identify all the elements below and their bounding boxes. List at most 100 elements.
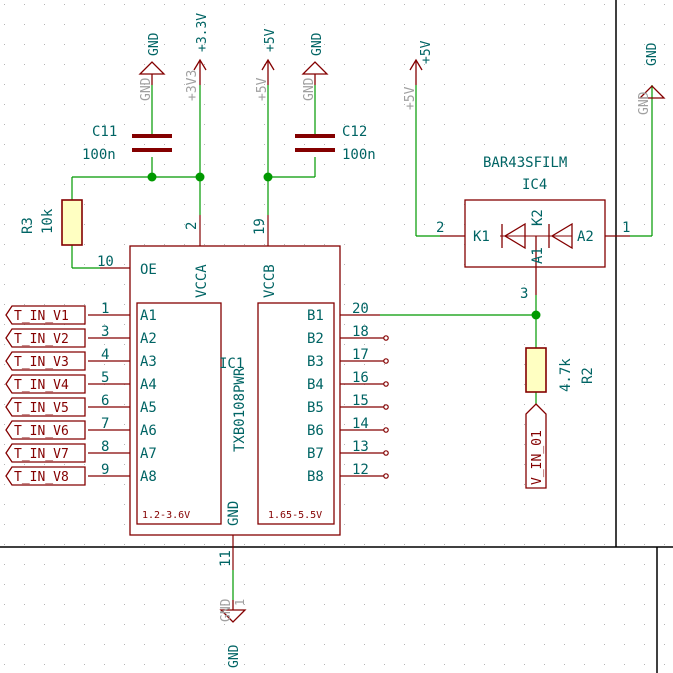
ic1-b-pin-name: B5 bbox=[307, 400, 324, 416]
c11-ref: C11 bbox=[92, 124, 117, 140]
resistor-labels: R3 10k 4.7k R2 bbox=[20, 208, 596, 392]
ic1-b-pin-unconnected bbox=[383, 358, 389, 364]
ic1-a-pin-name: A1 bbox=[140, 308, 157, 324]
gnd-label-4: GND bbox=[227, 644, 242, 668]
ic1-b-pin-name: B4 bbox=[307, 377, 324, 393]
v5-ghost-b: +5V bbox=[403, 86, 418, 110]
input-label-text: T_IN_V2 bbox=[14, 332, 69, 347]
ic1-b-pin-name: B1 bbox=[307, 308, 324, 324]
gnd-label-2: GND bbox=[310, 32, 325, 56]
ic1-pin-lines bbox=[100, 215, 269, 570]
ic1-b-pin-unconnected bbox=[383, 450, 389, 456]
input-label-shape bbox=[5, 443, 86, 463]
input-label-shape bbox=[5, 420, 86, 440]
r3-value: 10k bbox=[40, 208, 56, 234]
ic1-a-pin-number: 1 bbox=[101, 301, 109, 317]
ic1-a-pin-number: 8 bbox=[101, 439, 109, 455]
ic1-b-pin-number: 17 bbox=[352, 347, 369, 363]
ic4-pin-mid: 3 bbox=[520, 286, 528, 302]
ic1-pin-oe: 10 bbox=[97, 254, 114, 270]
c11-value: 100n bbox=[82, 147, 116, 163]
ic1-oe-label: OE bbox=[140, 262, 157, 278]
ic4-pin-k1: 2 bbox=[436, 220, 444, 236]
power-symbols bbox=[138, 58, 666, 623]
r3-ref: R3 bbox=[20, 217, 36, 234]
ic1-b-pin-name: B3 bbox=[307, 354, 324, 370]
ic1-a-pin-name: A6 bbox=[140, 423, 157, 439]
ic1-b-pin-number: 13 bbox=[352, 439, 369, 455]
ic1-body bbox=[129, 245, 341, 536]
ic1-a-pin-name: A4 bbox=[140, 377, 157, 393]
ic1-b-pin-number: 16 bbox=[352, 370, 369, 386]
ic4-a2-label: A2 bbox=[577, 229, 594, 245]
ic1-a-pin-name: A2 bbox=[140, 331, 157, 347]
ic1-a-pin-number: 4 bbox=[101, 347, 109, 363]
ic1-range-b: 1.65-5.5V bbox=[268, 510, 322, 521]
v5-ghost-a: +5V bbox=[255, 77, 270, 101]
junction-dots bbox=[147, 172, 541, 320]
ic1-a-pin-number: 5 bbox=[101, 370, 109, 386]
input-label-text: T_IN_V4 bbox=[14, 378, 69, 393]
output-label-v-in-01: V_IN_01 bbox=[525, 403, 547, 489]
ic1-b-pin-number: 15 bbox=[352, 393, 369, 409]
ic1-b-pin-number: 20 bbox=[352, 301, 369, 317]
ic1-ref: IC1 bbox=[219, 356, 244, 372]
v5-label-a: +5V bbox=[263, 28, 278, 52]
ic1-a-pin-name: A7 bbox=[140, 446, 157, 462]
resistor-bodies bbox=[61, 199, 547, 393]
capacitor-labels: C11 100n C12 100n bbox=[82, 124, 376, 163]
ic1-b-pin-name: B2 bbox=[307, 331, 324, 347]
power-labels: GND GND +3.3V +3V3 +5V +5V GND GND +5V +… bbox=[139, 13, 660, 668]
c12-ref: C12 bbox=[342, 124, 367, 140]
ic1-b-pin-number: 18 bbox=[352, 324, 369, 340]
capacitor-plates bbox=[132, 134, 335, 152]
ic1-a-pin-number: 7 bbox=[101, 416, 109, 432]
ic4-k2-label: K2 bbox=[530, 209, 546, 226]
ic1-b-pin-unconnected bbox=[383, 404, 389, 410]
ic4-a1-label: A1 bbox=[530, 247, 546, 264]
input-label-shape bbox=[5, 351, 86, 371]
ic1-b-pin-name: B8 bbox=[307, 469, 324, 485]
input-label-text: T_IN_V7 bbox=[14, 447, 69, 462]
ic1-b-pin-name: B7 bbox=[307, 446, 324, 462]
gnd-label-3: GND bbox=[645, 42, 660, 66]
input-labels: T_IN_V1T_IN_V2T_IN_V3T_IN_V4T_IN_V5T_IN_… bbox=[5, 305, 86, 486]
ic1-a-pin-number: 3 bbox=[101, 324, 109, 340]
ic1-voltage-ranges: 1.2-3.6V 1.65-5.5V bbox=[142, 510, 322, 521]
ic1-texts: OE IC1 VCCA VCCB TXB0108PWR GND 10 2 19 … bbox=[97, 218, 278, 606]
ic1-b-pin-name: B6 bbox=[307, 423, 324, 439]
gnd-ghost-2: GND bbox=[302, 77, 317, 101]
input-label-shape bbox=[5, 466, 86, 486]
wires bbox=[71, 85, 653, 600]
c12-value: 100n bbox=[342, 147, 376, 163]
input-label-text: T_IN_V3 bbox=[14, 355, 69, 370]
ic1-a-pin-name: A5 bbox=[140, 400, 157, 416]
ic4-ref: IC4 bbox=[522, 177, 547, 193]
ic4-body bbox=[440, 199, 630, 295]
power-pin-number-gnd4: 1 bbox=[233, 599, 247, 606]
input-label-shape bbox=[5, 328, 86, 348]
input-label-shape bbox=[5, 305, 86, 325]
ic1-a-pin-name: A8 bbox=[140, 469, 157, 485]
input-label-text: T_IN_V1 bbox=[14, 309, 69, 324]
ic1-b-pin-unconnected bbox=[383, 335, 389, 341]
ic4-k1-label: K1 bbox=[473, 229, 490, 245]
input-label-text: T_IN_V8 bbox=[14, 470, 69, 485]
r2-ref: R2 bbox=[580, 367, 596, 384]
ic4-pin-a2: 1 bbox=[622, 220, 630, 236]
ic4-texts: BAR43SFILM IC4 K1 A2 K2 A1 2 1 3 bbox=[436, 155, 630, 302]
ic1-gnd-label: GND bbox=[226, 501, 242, 526]
ic1-pin-vcca: 2 bbox=[184, 222, 200, 230]
ic1-a-pin-number: 6 bbox=[101, 393, 109, 409]
ic1-b-pin-number: 12 bbox=[352, 462, 369, 478]
v33-ghost: +3V3 bbox=[185, 70, 200, 101]
ic1-vccb-label: VCCB bbox=[262, 264, 278, 298]
output-label-text: V_IN_01 bbox=[530, 430, 545, 485]
gnd-label-1: GND bbox=[147, 32, 162, 56]
ic1-b-pin-unconnected bbox=[383, 381, 389, 387]
ic4-part-number: BAR43SFILM bbox=[483, 155, 567, 171]
ic1-vcca-label: VCCA bbox=[194, 264, 210, 298]
input-label-shape bbox=[5, 374, 86, 394]
